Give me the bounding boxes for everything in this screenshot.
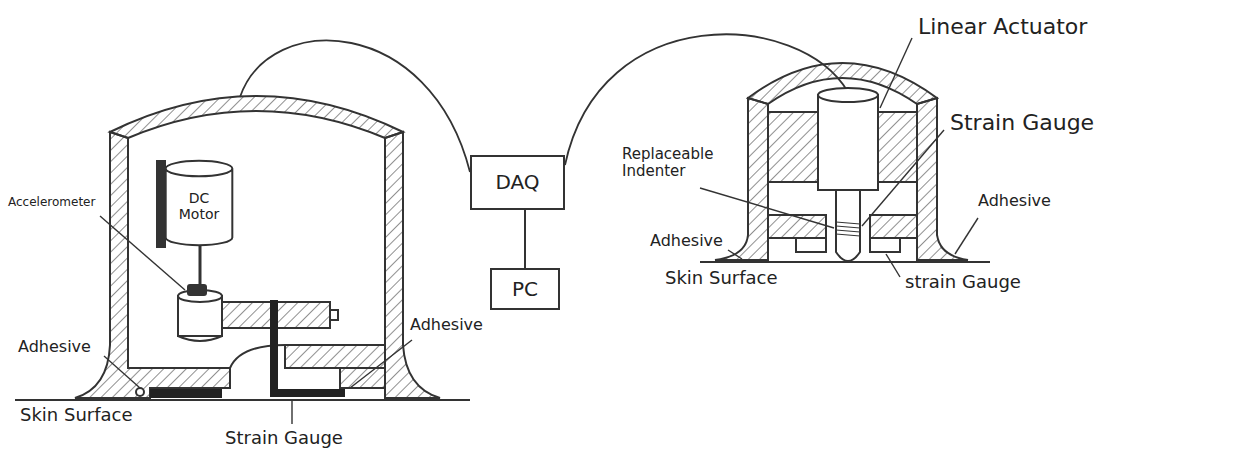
- node-text: PC: [512, 278, 538, 301]
- housing-top: [110, 96, 403, 138]
- housing-wall: [385, 132, 440, 398]
- indentation-device: [700, 63, 990, 262]
- leader-line: [291, 401, 292, 424]
- leader-line: [886, 254, 900, 277]
- adhesive-dot: [136, 388, 144, 396]
- leader-line: [880, 38, 912, 108]
- actuator-mount: [878, 112, 917, 182]
- adhesive-strip: [150, 389, 222, 398]
- text-group: DAQ: [495, 171, 539, 194]
- accelerometer-symbol: [187, 284, 207, 296]
- surface-label: Skin Surface: [20, 405, 133, 426]
- leader-line: [728, 250, 742, 259]
- text-group: DC Motor: [169, 190, 229, 222]
- leader-line: [104, 356, 140, 388]
- skin-line: [700, 261, 990, 263]
- part-label: strain Gauge: [905, 272, 1021, 293]
- strain-gauge-pad: [270, 389, 345, 397]
- leader-line: [862, 130, 944, 226]
- actuator-body: [818, 95, 878, 190]
- housing-wall: [715, 98, 768, 260]
- indenter-rod: [836, 190, 860, 261]
- housing-wall: [75, 132, 230, 398]
- part-label: Strain Gauge: [225, 428, 343, 449]
- pc-box: PC: [490, 268, 560, 310]
- motor-mount: [156, 160, 166, 248]
- text-group: PC: [512, 278, 538, 301]
- motor-cylinder: DC Motor: [165, 160, 233, 246]
- strain-gauge-pad: [796, 238, 826, 252]
- daq-box: DAQ: [470, 155, 565, 210]
- part-label: Adhesive: [18, 338, 91, 356]
- surface-label: Skin Surface: [665, 268, 778, 289]
- rack-end: [330, 310, 338, 320]
- cable-connector: [524, 210, 526, 268]
- part-label: Accelerometer: [8, 196, 95, 210]
- base-plate: [870, 215, 917, 238]
- leader-line: [100, 38, 978, 424]
- leader-line: [700, 188, 834, 228]
- vibration-device: [15, 96, 470, 400]
- part-label: Adhesive: [650, 232, 723, 250]
- part-label: Adhesive: [978, 192, 1051, 210]
- part-label: Replaceable Indenter: [622, 146, 740, 181]
- leader-line: [350, 340, 412, 388]
- probe-shaft: [270, 300, 278, 392]
- strain-gauge-pad: [870, 238, 900, 252]
- actuator-mount: [768, 112, 818, 182]
- node-text: DC Motor: [169, 190, 229, 222]
- housing-top: [748, 63, 937, 104]
- part-label: Adhesive: [410, 316, 483, 334]
- leader-line: [955, 218, 978, 254]
- part-label: Strain Gauge: [950, 110, 1094, 135]
- gear-bottom: [178, 336, 222, 341]
- strain-gauge-marks: [836, 222, 860, 236]
- skin-line: [15, 399, 470, 401]
- part-label: Linear Actuator: [918, 14, 1087, 39]
- base-plate: [768, 215, 826, 238]
- actuator-top: [818, 88, 878, 102]
- node-text: DAQ: [495, 171, 539, 194]
- base-block: [285, 345, 385, 368]
